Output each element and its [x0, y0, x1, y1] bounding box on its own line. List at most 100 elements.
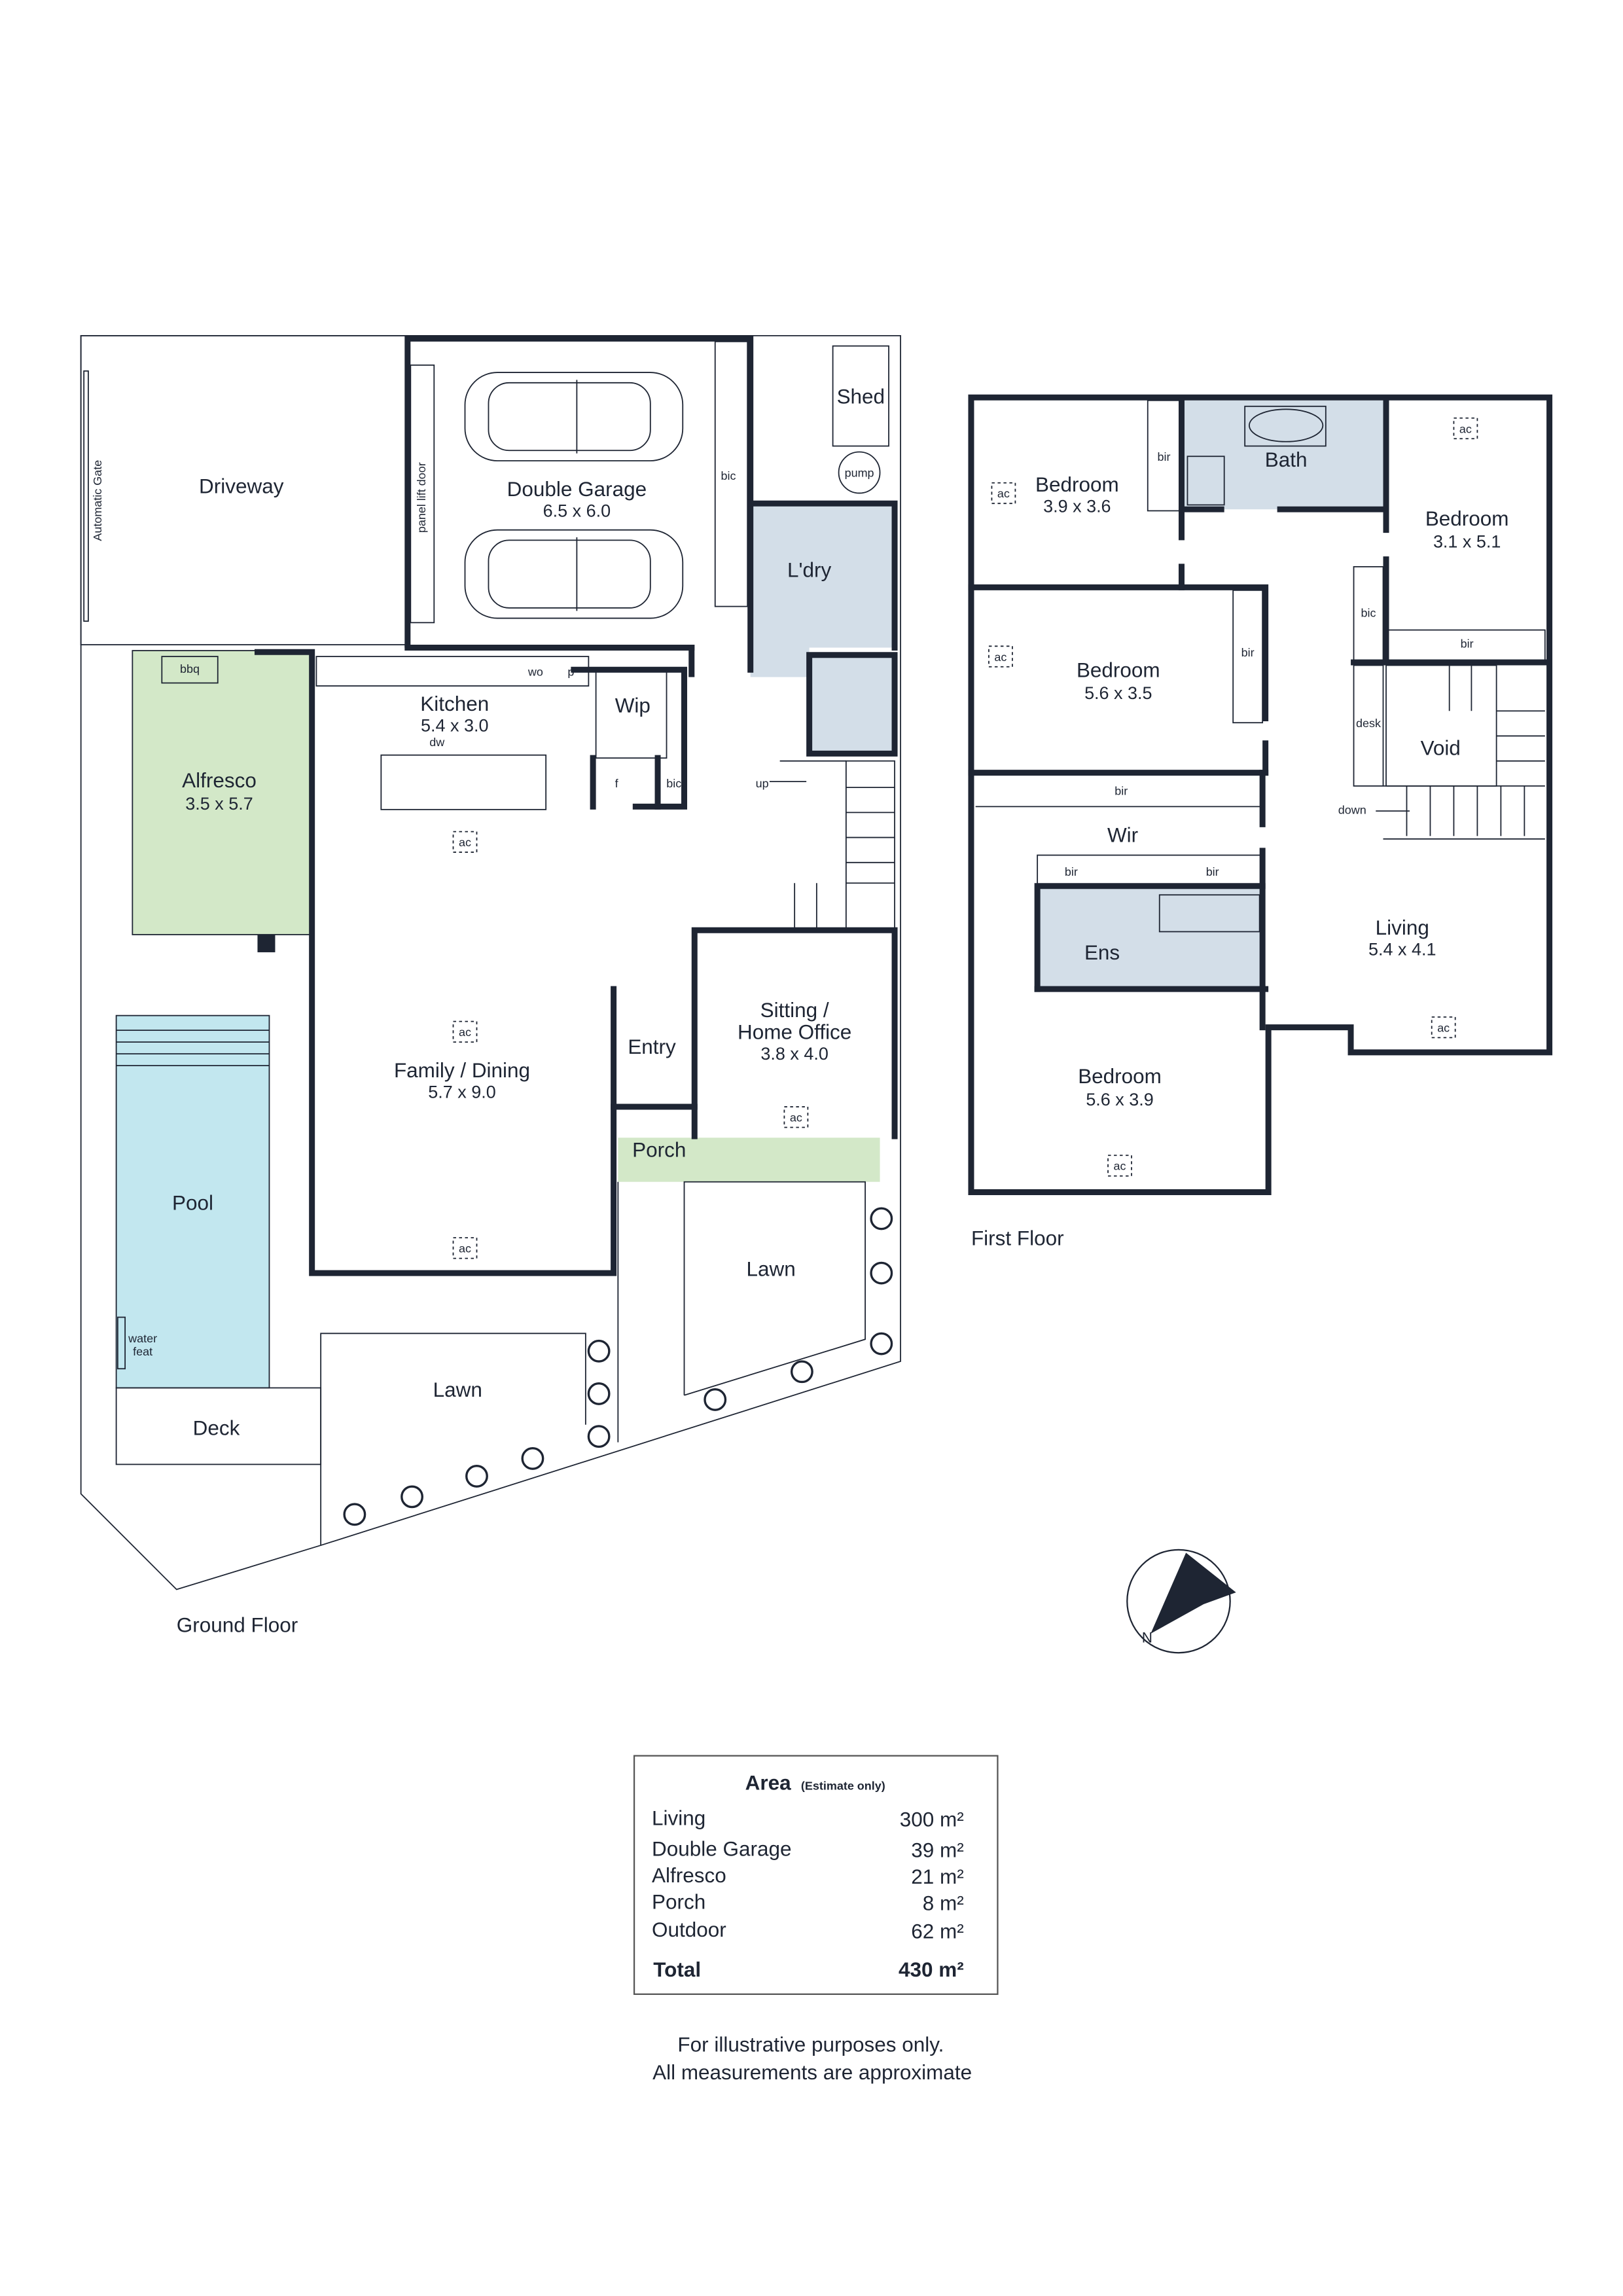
- car-icon: [464, 372, 684, 461]
- desk: [1353, 664, 1384, 787]
- north-arrow-icon: N: [1126, 1549, 1236, 1654]
- alfresco-post: [257, 934, 276, 952]
- wo-label: wo: [527, 665, 543, 678]
- family-label: Family / Dining: [394, 1059, 530, 1082]
- automatic-gate-label: Automatic Gate: [91, 460, 104, 541]
- bath-label: Bath: [1265, 448, 1308, 471]
- lawn-rear-boundary: [320, 1333, 586, 1546]
- ac-label: ac: [459, 1242, 471, 1255]
- bbq: [161, 656, 219, 684]
- wir-label: Wir: [1107, 823, 1138, 846]
- bedroom-2-label: Bedroom: [1425, 507, 1509, 530]
- ensuite-area: [1039, 888, 1261, 990]
- garage-bic-label: bic: [721, 469, 736, 482]
- bir-label: bir: [1115, 784, 1128, 797]
- bir: [1232, 589, 1264, 724]
- void-label: Void: [1421, 737, 1461, 760]
- stairs: [769, 760, 895, 931]
- void: [1385, 664, 1497, 787]
- disclaimer-line-2: All measurements are approximate: [652, 2061, 972, 2084]
- desk-label: desk: [1356, 717, 1382, 730]
- garage-label: Double Garage: [507, 478, 647, 501]
- tree-icons: [343, 1207, 893, 1526]
- lawn-front-boundary: [683, 1181, 866, 1396]
- area-total-label: Total: [653, 1958, 701, 1981]
- water-feature-label-1: water: [128, 1332, 157, 1345]
- area-subtitle: (Estimate only): [801, 1779, 885, 1792]
- area-total-value: 430 m²: [899, 1958, 964, 1981]
- car-icon: [464, 529, 684, 619]
- area-table: Area (Estimate only) Living 300 m² Doubl…: [633, 1755, 999, 1995]
- area-row-label: Outdoor: [652, 1918, 726, 1941]
- alfresco-label: Alfresco: [182, 769, 257, 792]
- sitting-label-2: Home Office: [738, 1021, 851, 1044]
- shed-label: Shed: [837, 385, 885, 408]
- panel-lift-door-label: panel lift door: [415, 462, 428, 533]
- north-label: N: [1142, 1629, 1152, 1645]
- area-row-value: 62 m²: [911, 1920, 963, 1943]
- bedroom-2-dims: 3.1 x 5.1: [1433, 532, 1501, 552]
- bedroom-4-dims: 5.6 x 3.9: [1086, 1090, 1153, 1109]
- ac-label: ac: [994, 651, 1007, 664]
- pump: [838, 451, 881, 494]
- family-dims: 5.7 x 9.0: [428, 1083, 495, 1102]
- living-label: Living: [1376, 916, 1429, 939]
- area-row-label: Porch: [652, 1890, 705, 1913]
- kitchen-island: [380, 754, 547, 810]
- bic: [1353, 565, 1384, 663]
- bedroom-4-label: Bedroom: [1078, 1065, 1162, 1088]
- dw-label: dw: [429, 736, 445, 749]
- stairs: [1376, 665, 1545, 836]
- bbq-label: bbq: [180, 662, 200, 675]
- ground-floor: Driveway Automatic Gate panel lift door …: [80, 334, 901, 1637]
- sitting-dims: 3.8 x 4.0: [760, 1044, 828, 1064]
- bir-label: bir: [1206, 865, 1219, 878]
- area-row-label: Double Garage: [652, 1837, 791, 1860]
- stairs-up-label: up: [756, 777, 769, 790]
- area-title: Area: [745, 1771, 791, 1794]
- area-row-value: 300 m²: [900, 1808, 964, 1831]
- kitchen-dims: 5.4 x 3.0: [421, 716, 488, 736]
- ac-label: ac: [459, 836, 471, 849]
- wc-area: [809, 655, 895, 754]
- bedroom-3-label: Bedroom: [1077, 659, 1160, 682]
- lawn-rear-label: Lawn: [433, 1378, 482, 1401]
- kitchen-label: Kitchen: [420, 692, 489, 715]
- bedroom-1-dims: 3.9 x 3.6: [1043, 497, 1111, 516]
- area-row-label: Living: [652, 1806, 705, 1829]
- pantry-label: p: [567, 665, 574, 678]
- ac-label: ac: [1437, 1021, 1450, 1034]
- area-row-value: 21 m²: [911, 1865, 963, 1888]
- bedroom-3-dims: 5.6 x 3.5: [1084, 683, 1152, 703]
- ac-label: ac: [1114, 1160, 1126, 1173]
- ac-label: ac: [1459, 422, 1472, 435]
- stairs-down-label: down: [1338, 804, 1366, 817]
- bir-label: bir: [1065, 865, 1078, 878]
- porch-area: [618, 1138, 880, 1182]
- pump-label: pump: [845, 467, 874, 480]
- disclaimer-line-1: For illustrative purposes only.: [677, 2034, 944, 2056]
- ac-label: ac: [459, 1026, 471, 1039]
- wip: [595, 669, 668, 759]
- porch-label: Porch: [632, 1138, 686, 1161]
- ensuite-label: Ens: [1084, 941, 1120, 964]
- bir-label: bir: [1158, 450, 1171, 463]
- area-row-value: 8 m²: [923, 1892, 964, 1915]
- bedroom-1-label: Bedroom: [1035, 473, 1119, 496]
- ac-label: ac: [790, 1111, 802, 1124]
- laundry-area: [750, 503, 895, 677]
- laundry-label: L'dry: [787, 559, 831, 582]
- first-floor: Bedroom 3.9 x 3.6 bir Bath Bedroom 3.1 x…: [968, 394, 1553, 1249]
- water-feature-label-2: feat: [133, 1345, 152, 1358]
- alfresco-area: [132, 650, 313, 935]
- deck-label: Deck: [193, 1416, 240, 1439]
- pool-label: Pool: [172, 1191, 213, 1214]
- garage-dims: 6.5 x 6.0: [543, 501, 611, 520]
- sitting-label-1: Sitting /: [760, 999, 829, 1022]
- alfresco-dims: 3.5 x 5.7: [185, 794, 253, 814]
- ground-floor-caption: Ground Floor: [177, 1614, 298, 1637]
- first-floor-caption: First Floor: [971, 1227, 1064, 1249]
- kitchen-bic-label: bic: [666, 777, 681, 790]
- bic-label: bic: [1361, 606, 1376, 619]
